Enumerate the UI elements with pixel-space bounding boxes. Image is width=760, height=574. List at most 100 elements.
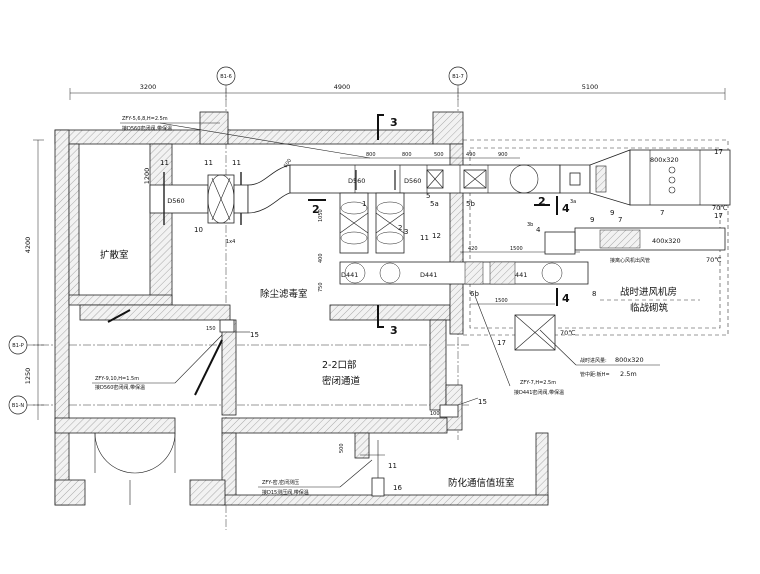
svg-text:B1-P: B1-P [12,343,23,349]
section-mark-3-bot: 3 [377,305,398,337]
pressure-pipe: 500 16 11 ZFY-密,密闭测压 接D15测压阀,带保温 [258,440,402,497]
svg-text:ZFY-7,H=2.5m: ZFY-7,H=2.5m [520,380,556,386]
svg-text:800x320: 800x320 [615,356,644,364]
dim-800-b: 800 [402,152,412,158]
svg-text:战时进风量:: 战时进风量: [580,357,607,364]
axis-bubble-bp: B1-P [8,335,28,355]
svg-text:3: 3 [390,116,398,129]
label-d441-a: D441 [341,271,358,279]
axis-bubble-bn: B1-N [8,395,28,415]
tag-15-b: 15 [478,398,487,406]
svg-text:接D15测压阀,带保温: 接D15测压阀,带保温 [262,489,309,496]
passage-elements: 150 15 ZFY-9,10,H=1.5m 接D560密闭阀,带保温 100 … [92,309,487,418]
label-400x320: 400x320 [652,237,681,245]
tag-17-a: 17 [714,148,723,156]
duct-top-right: 3a 800x320 9 7 17 70℃ 17 [559,148,731,220]
equipment-box-17: 17 70℃ [497,314,576,351]
tag-11-e: 11 [388,462,397,470]
tag-8: 8 [592,290,596,298]
dim-750: 750 [318,282,324,292]
label-d560-c: D560 [404,177,421,185]
svg-text:2.5m: 2.5m [620,370,637,378]
tag-3: 3 [404,228,408,236]
svg-text:B1-7: B1-7 [452,74,464,80]
dim-150: 150 [206,326,216,332]
note-wartime-flow: 战时进风量: 800x320 管中距:板H= 2.5m [539,329,660,378]
tag-9-a: 9 [610,209,614,217]
tag-3b: 3b [527,222,533,228]
section-mark-2-right: 2 [534,195,550,208]
svg-text:ZFY-密,密闭测压: ZFY-密,密闭测压 [262,479,299,486]
dim-1250: 1250 [24,368,32,385]
tag-11-a: 11 [204,159,213,167]
svg-text:ZFY-9,10,H=1.5m: ZFY-9,10,H=1.5m [95,376,139,382]
tag-7-a: 7 [660,209,664,217]
dim-1050: 1050 [318,209,324,222]
tag-5a: 5a [430,200,439,208]
note-zfy-568: ZFY-5,6,8,H=2.5m 接D560密闭阀,带保温 [120,116,371,159]
section-mark-4-top: 4 [556,196,570,215]
dim-1200: 1200 [143,168,151,185]
section-mark-4-bot: 4 [556,288,570,306]
tag-6b: 6b [470,290,479,298]
dim-500: 500 [434,152,444,158]
room-passage-1: 2-2口部 [322,359,357,371]
filter-canisters: 1 2 11 1050 400 750 [318,192,429,292]
dim-600: 600 [283,158,293,169]
svg-text:2: 2 [312,203,320,216]
temp-70-c: 70℃ [560,329,576,337]
tag-3a: 3a [570,199,576,205]
room-fan-1: 战时进风机房 [620,286,677,298]
tag-7-b: 7 [618,216,622,224]
room-fan-2: 临战砌筑 [630,302,669,314]
tag-17-c: 17 [497,339,506,347]
dim-800-a: 800 [366,152,376,158]
dim-100: 100 [430,411,440,417]
axis-bubble-b6: B1-6 [216,66,236,86]
dim-490: 490 [466,152,476,158]
tag-9-b: 9 [590,216,594,224]
room-comm: 防化通信值班室 [448,477,515,489]
section-mark-3-top: 3 [377,114,398,140]
svg-text:2: 2 [538,195,546,208]
axis-bubble-b7: B1-7 [448,66,468,86]
svg-text:接D560密闭阀,带保温: 接D560密闭阀,带保温 [95,384,145,391]
tag-5: 5 [426,192,430,200]
tag-5b: 5b [466,200,475,208]
dim-4900: 4900 [334,83,351,91]
room-filter: 除尘滤毒室 [260,288,308,300]
tag-10: 10 [194,226,203,234]
tag-1: 1 [362,200,366,208]
dim-900: 900 [498,152,508,158]
tag-1x4: 1x4 [226,239,235,245]
svg-text:接D441密闭阀,带保温: 接D441密闭阀,带保温 [514,389,564,396]
left-dimension: 4200 1250 [24,139,44,420]
duct-elbow: 600 [247,158,293,214]
svg-text:3: 3 [390,324,398,337]
tag-12: 12 [432,232,441,240]
svg-text:4: 4 [562,292,570,305]
dim-1500-b: 1500 [495,298,508,304]
note-fan-out: 接离心风机出风管 [610,257,650,264]
tag-11-d: 11 [420,234,429,242]
svg-text:B1-6: B1-6 [220,74,232,80]
tag-2: 2 [398,224,402,232]
svg-text:4: 4 [562,202,570,215]
duct-lower-d441: D441 D441 D441 420 1500 1500 6b 12 8 3b [339,222,596,305]
dim-4200: 4200 [24,237,32,254]
label-d441-c: D441 [510,271,527,279]
svg-text:接D560密闭阀,带保温: 接D560密闭阀,带保温 [122,125,172,132]
dim-420: 420 [468,246,478,252]
note-zfy-7: ZFY-7,H=2.5m 接D441密闭阀,带保温 [474,295,564,396]
svg-text:管中距:板H=: 管中距:板H= [580,371,610,378]
label-800x320: 800x320 [650,156,679,164]
temp-70-a: 70℃ [712,204,728,212]
room-passage-2: 密闭通道 [322,375,361,387]
door-swings [94,432,176,505]
tag-17-b: 17 [714,212,723,220]
duct-main-top: D560 D560 800 800 500 490 900 5a 5b [289,152,561,208]
svg-text:ZFY-5,6,8,H=2.5m: ZFY-5,6,8,H=2.5m [122,116,168,122]
label-d560-a: D560 [167,197,184,205]
